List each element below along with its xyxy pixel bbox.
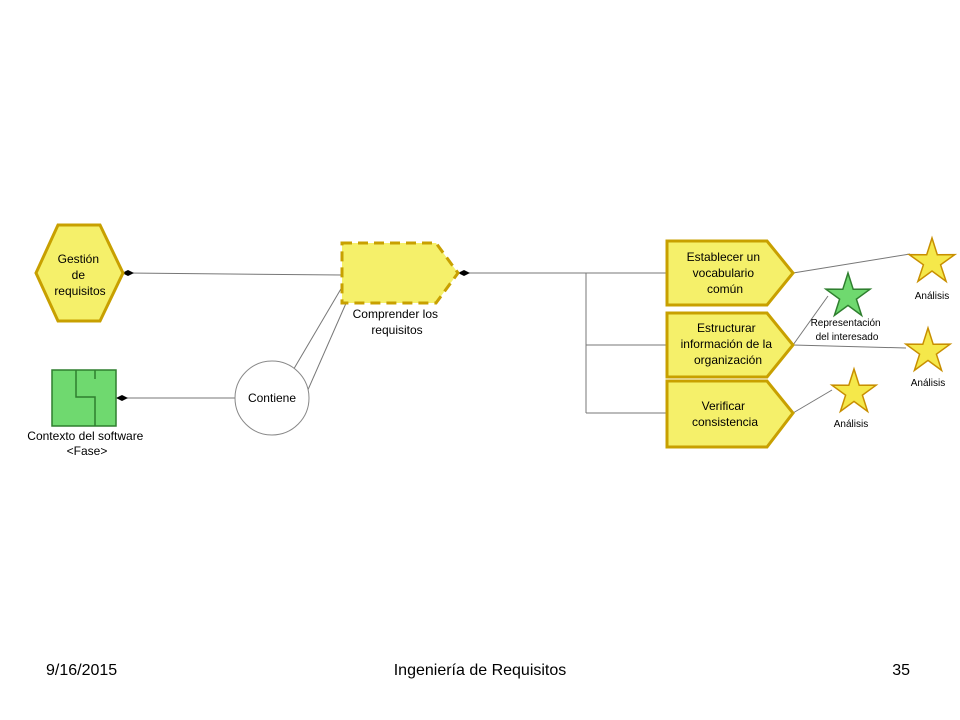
contiene-node[interactable]: Contiene — [234, 360, 310, 436]
connector-task1-star1 — [792, 253, 911, 274]
task-label: Verificar consistencia — [692, 399, 758, 429]
task-shape — [665, 379, 795, 449]
connectors — [116, 253, 911, 414]
diamond-marker-contexto — [116, 395, 128, 401]
connector-contiene-comprender-lower — [306, 300, 348, 393]
star-icon — [829, 366, 879, 414]
task-estructurar-informacion[interactable]: Estructurar información de la organizaci… — [665, 311, 795, 379]
footer-title: Ingeniería de Requisitos — [393, 662, 567, 679]
star-analisis-2[interactable]: Análisis — [903, 325, 953, 389]
comprender-shape — [340, 241, 460, 305]
connector-contiene-comprender-upper — [291, 281, 346, 373]
connector-task2-star3 — [792, 344, 907, 349]
star-representacion-interesado[interactable]: Representación del interesado — [811, 270, 884, 343]
star-label: Análisis — [915, 291, 949, 302]
task-shape — [665, 239, 795, 307]
gestion-requisitos-node[interactable]: Gestión de requisitos — [34, 223, 125, 323]
comprender-requisitos-node[interactable]: Comprender los requisitos — [340, 241, 460, 337]
footer-date: 9/16/2015 — [46, 662, 118, 679]
contexto-label: Contexto del software <Fase> — [27, 429, 146, 458]
star-label: Representación del interesado — [811, 318, 884, 343]
connector-task3-star4 — [792, 389, 833, 414]
star-icon — [906, 235, 958, 284]
contiene-circle — [234, 360, 310, 436]
hexagon-shape — [34, 223, 125, 323]
star-analisis-3[interactable]: Análisis — [829, 366, 879, 430]
diamond-marker-gestion — [122, 270, 134, 276]
contiene-label: Contiene — [248, 391, 296, 405]
star-label: Análisis — [911, 378, 945, 389]
task-verificar-consistencia[interactable]: Verificar consistencia — [665, 379, 795, 449]
task-shape — [665, 311, 795, 379]
footer-page-number: 35 — [892, 662, 910, 679]
contexto-software-node[interactable]: Contexto del software <Fase> — [27, 369, 146, 458]
connector-task2-star2 — [792, 295, 829, 346]
star-analisis-1[interactable]: Análisis — [906, 235, 958, 302]
star-icon — [903, 325, 953, 373]
diamond-marker-comprender — [458, 270, 470, 276]
connector-gestion-comprender — [121, 272, 343, 276]
task-establecer-vocabulario[interactable]: Establecer un vocabulario común — [665, 239, 795, 307]
task-label: Estructurar información de la organizaci… — [681, 321, 776, 367]
comprender-label: Comprender los requisitos — [353, 307, 442, 337]
gestion-label: Gestión de requisitos — [54, 252, 105, 298]
phase-icon — [75, 370, 96, 426]
phase-box — [51, 369, 117, 427]
star-icon — [823, 270, 873, 318]
star-label: Análisis — [834, 419, 868, 430]
task-label: Establecer un vocabulario común — [687, 250, 764, 296]
